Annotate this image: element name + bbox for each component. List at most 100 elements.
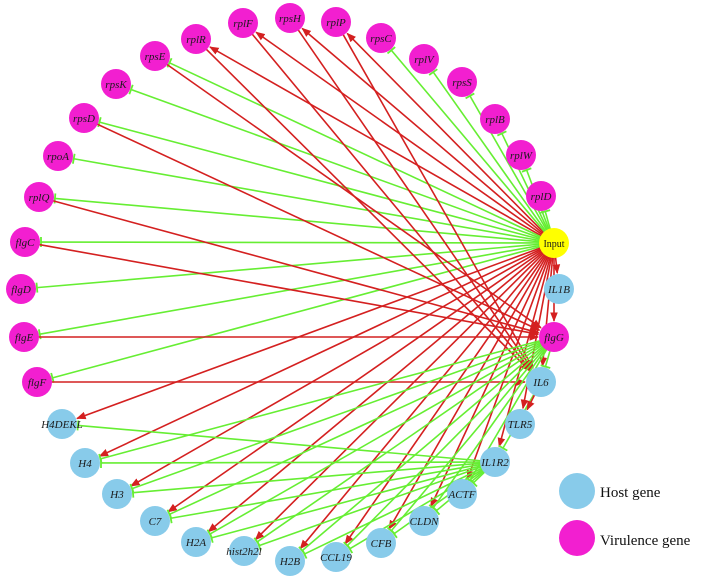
virulence-gene-node bbox=[24, 182, 54, 212]
inhibition-bar bbox=[72, 153, 76, 164]
edge-Input-rplD bbox=[540, 209, 552, 231]
inhibition-bar bbox=[386, 46, 396, 55]
inhibition-bar bbox=[346, 544, 354, 554]
inhibition-edge bbox=[346, 345, 546, 547]
node-label: C7 bbox=[149, 516, 162, 528]
inhibition-bar bbox=[521, 167, 532, 173]
host-gene-node bbox=[229, 536, 259, 566]
node-label: rplD bbox=[531, 191, 552, 203]
host-gene-node bbox=[480, 447, 510, 477]
node-flgD: flgD bbox=[6, 274, 36, 304]
activation-edge bbox=[466, 254, 551, 480]
inhibition-bar bbox=[169, 513, 173, 524]
node-label: H2B bbox=[279, 556, 300, 568]
activation-edge bbox=[552, 255, 561, 275]
node-label: rpsS bbox=[452, 77, 472, 89]
activation-edge bbox=[526, 393, 536, 411]
inhibition-edge bbox=[169, 62, 543, 239]
edge-Input-rplV bbox=[428, 68, 548, 233]
edge-Input-H3 bbox=[130, 248, 544, 487]
virulence-gene-node bbox=[366, 23, 396, 53]
node-rpsE: rpsE bbox=[140, 41, 170, 71]
activation-edge bbox=[207, 250, 545, 533]
node-label: rplF bbox=[233, 18, 253, 30]
node-flgF: flgF bbox=[22, 367, 52, 397]
legend-host-swatch bbox=[559, 473, 595, 509]
inhibition-edge bbox=[472, 470, 487, 484]
activation-edge bbox=[209, 46, 544, 238]
activation-edge bbox=[76, 246, 543, 420]
node-rplQ: rplQ bbox=[24, 182, 54, 212]
node-CCL19: CCL19 bbox=[320, 542, 352, 572]
edge-layer bbox=[35, 27, 561, 559]
inhibition-edge bbox=[52, 245, 542, 379]
node-label: rpsH bbox=[279, 13, 302, 25]
inhibition-edge bbox=[100, 339, 542, 460]
edge-Input-flgC bbox=[40, 237, 542, 248]
host-gene-node bbox=[47, 409, 77, 439]
inhibition-bar bbox=[498, 444, 508, 452]
inhibition-edge bbox=[432, 347, 548, 509]
node-label: rplP bbox=[326, 17, 346, 29]
inhibition-edge bbox=[256, 343, 544, 543]
activation-edge bbox=[51, 199, 540, 335]
inhibition-edge bbox=[258, 465, 484, 547]
activation-edge bbox=[254, 251, 546, 541]
node-label: H4 bbox=[77, 458, 92, 470]
inhibition-bar bbox=[35, 282, 39, 293]
node-IL6: IL6 bbox=[526, 367, 556, 397]
virulence-gene-node bbox=[101, 69, 131, 99]
virulence-gene-node bbox=[228, 8, 258, 38]
inhibition-edge bbox=[211, 464, 483, 539]
virulence-gene-node bbox=[10, 227, 40, 257]
node-label: CFB bbox=[371, 538, 392, 550]
virulence-gene-node bbox=[181, 24, 211, 54]
node-label: rpsE bbox=[145, 51, 166, 63]
node-H2A: H2A bbox=[181, 527, 211, 557]
node-H3: H3 bbox=[102, 479, 132, 509]
inhibition-bar bbox=[469, 478, 478, 488]
inhibition-bar bbox=[301, 549, 308, 559]
virulence-gene-node bbox=[9, 322, 39, 352]
legend: Host gene Virulence gene bbox=[559, 473, 691, 556]
virulence-gene-node bbox=[526, 181, 556, 211]
virulence-gene-node bbox=[480, 104, 510, 134]
activation-edge bbox=[130, 248, 544, 487]
node-label: TLR5 bbox=[508, 419, 533, 431]
virulence-gene-node bbox=[275, 3, 305, 33]
virulence-gene-node bbox=[140, 41, 170, 71]
node-rpsS: rpsS bbox=[447, 67, 477, 97]
virulence-gene-node bbox=[447, 67, 477, 97]
edge-rplQ-flgG bbox=[51, 199, 540, 335]
node-rplW: rplW bbox=[506, 140, 536, 170]
inhibition-bar bbox=[50, 372, 55, 383]
inhibition-bar bbox=[390, 529, 398, 539]
node-rpoA: rpoA bbox=[43, 141, 73, 171]
edge-Input-rpoA bbox=[72, 153, 542, 242]
edge-IL1R2-C7 bbox=[169, 463, 483, 524]
node-label: H3 bbox=[109, 489, 124, 501]
node-label: CCL19 bbox=[320, 552, 352, 564]
inhibition-bar bbox=[428, 68, 438, 76]
activation-edge bbox=[95, 122, 541, 331]
node-rplV: rplV bbox=[409, 44, 439, 74]
node-CLDN: CLDN bbox=[409, 506, 439, 536]
node-C7: C7 bbox=[140, 506, 170, 536]
legend-virulence-swatch bbox=[559, 520, 595, 556]
host-gene-node bbox=[505, 409, 535, 439]
node-label: CLDN bbox=[410, 516, 439, 528]
node-rplR: rplR bbox=[181, 24, 211, 54]
virulence-gene-node bbox=[69, 103, 99, 133]
node-label: IL1B bbox=[547, 284, 570, 296]
node-H4: H4 bbox=[70, 448, 100, 478]
inhibition-bar bbox=[128, 84, 134, 95]
node-TLR5: TLR5 bbox=[505, 409, 535, 439]
edge-Input-flgD bbox=[35, 243, 542, 293]
node-label: flgF bbox=[28, 377, 47, 389]
node-hist2h2l: hist2h2l bbox=[226, 536, 262, 566]
node-rplD: rplD bbox=[526, 181, 556, 211]
node-label: rplB bbox=[485, 114, 505, 126]
node-H4DEKL: H4DEKL bbox=[40, 409, 83, 439]
node-IL1B: IL1B bbox=[544, 274, 574, 304]
host-gene-node bbox=[526, 367, 556, 397]
